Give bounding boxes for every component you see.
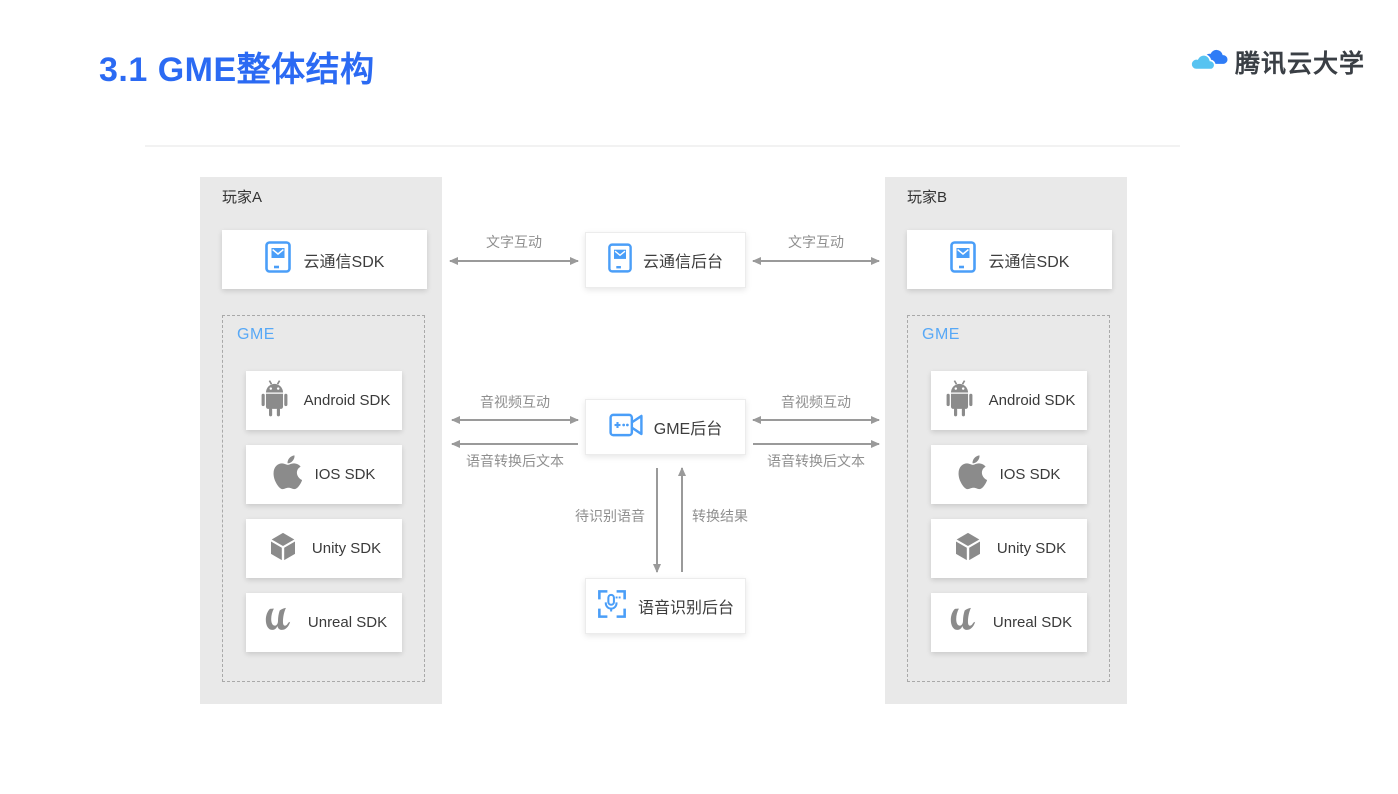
arrow-label-stt-text-right: 语音转换后文本 (767, 453, 865, 469)
player-a-label: 玩家A (222, 189, 263, 206)
sdk-item-label: Unreal SDK (307, 614, 388, 631)
apple-icon (958, 453, 987, 496)
sdk-item-unreal: Unreal SDK (931, 593, 1087, 652)
arrow-label-text-interaction-right: 文字互动 (788, 234, 844, 250)
gme-group-label: GME (237, 326, 275, 343)
sdk-item-label: Android SDK (303, 392, 391, 409)
arrow-stt-text-left (451, 439, 578, 448)
unreal-icon (261, 603, 295, 642)
arrow-speech-to-asr (652, 468, 661, 573)
sdk-item-unity: Unity SDK (931, 519, 1087, 578)
sdk-item-unity: Unity SDK (246, 519, 402, 578)
gme-backend-label: GME后台 (653, 421, 723, 438)
android-icon (258, 379, 291, 423)
phone-message-icon (264, 241, 291, 278)
arrow-av-interaction-right (752, 415, 880, 424)
sdk-item-android: Android SDK (931, 371, 1087, 430)
cloud-comm-sdk-label: 云通信SDK (988, 253, 1070, 271)
arrow-label-av-interaction-left: 音视频互动 (480, 394, 550, 410)
speech-recognition-backend-label: 语音识别后台 (637, 600, 734, 617)
phone-message-icon (608, 242, 632, 278)
arrow-label-av-interaction-right: 音视频互动 (781, 394, 851, 410)
brand-logo: 腾讯云大学 (1188, 44, 1365, 80)
sdk-item-android: Android SDK (246, 371, 402, 430)
panel-player-a: 玩家A 云通信SDK GME (200, 177, 442, 704)
panel-player-b: 玩家B 云通信SDK GME (885, 177, 1127, 704)
page-title: 3.1 GME整体结构 (99, 51, 375, 89)
sdk-item-label: Unity SDK (996, 540, 1067, 557)
sdk-item-label: Unreal SDK (992, 614, 1073, 631)
sdk-item-unreal: Unreal SDK (246, 593, 402, 652)
android-icon (943, 379, 976, 423)
sdk-item-ios: IOS SDK (246, 445, 402, 504)
gme-group-a: GME (222, 315, 425, 682)
arrow-stt-text-right (753, 439, 880, 448)
cloud-comm-sdk-box-a: 云通信SDK (222, 230, 427, 289)
sdk-item-label: Unity SDK (311, 540, 382, 557)
arrow-text-interaction-left (449, 256, 579, 265)
speech-recognition-backend-box: 语音识别后台 (585, 578, 746, 634)
apple-icon (273, 453, 302, 496)
unity-icon (952, 530, 984, 567)
sdk-item-label: Android SDK (988, 392, 1076, 409)
video-camera-icon (609, 412, 643, 443)
arrow-label-text-interaction-left: 文字互动 (486, 234, 542, 250)
arrow-label-conversion-result: 转换结果 (692, 508, 748, 524)
brand-text: 腾讯云大学 (1234, 50, 1365, 78)
gme-backend-box: GME后台 (585, 399, 746, 455)
arrow-av-interaction-left (451, 415, 579, 424)
phone-message-icon (949, 241, 976, 278)
gme-group-b: GME (907, 315, 1110, 682)
mic-scan-icon (597, 589, 627, 624)
unreal-icon (946, 603, 980, 642)
arrow-text-interaction-right (752, 256, 880, 265)
unity-icon (267, 530, 299, 567)
header-divider (145, 145, 1180, 147)
arrow-label-speech-to-recognize: 待识别语音 (575, 508, 645, 524)
cloud-comm-backend-label: 云通信后台 (642, 254, 723, 271)
sdk-item-label: IOS SDK (314, 466, 376, 483)
tencent-cloud-logo-icon (1188, 45, 1228, 79)
arrow-result-from-asr (677, 467, 686, 572)
gme-group-label: GME (922, 326, 960, 343)
arrow-label-stt-text-left: 语音转换后文本 (466, 453, 564, 469)
sdk-item-label: IOS SDK (999, 466, 1061, 483)
cloud-comm-sdk-box-b: 云通信SDK (907, 230, 1112, 289)
cloud-comm-backend-box: 云通信后台 (585, 232, 746, 288)
sdk-item-ios: IOS SDK (931, 445, 1087, 504)
player-b-label: 玩家B (907, 189, 948, 206)
cloud-comm-sdk-label: 云通信SDK (303, 253, 385, 271)
